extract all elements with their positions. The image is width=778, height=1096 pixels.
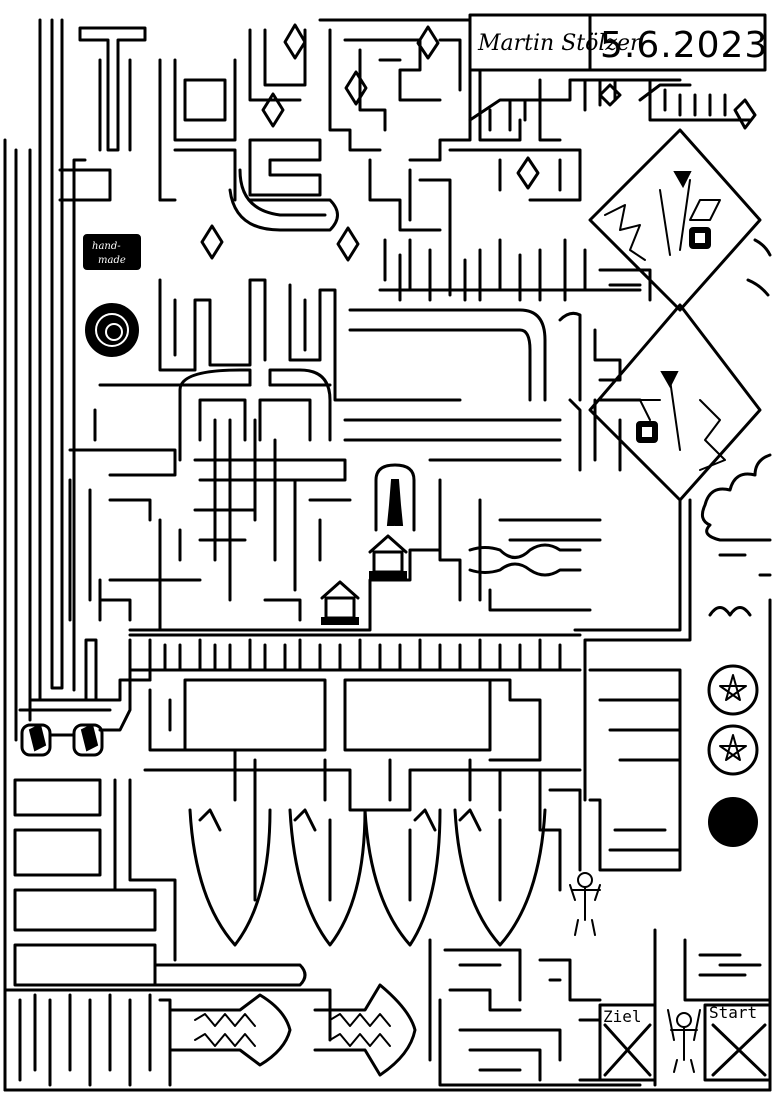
glasses-decoration: [20, 723, 104, 757]
castle-labyrinth: [68, 278, 562, 622]
stair-path: [98, 548, 442, 632]
start-label: Start: [709, 1003, 757, 1022]
right-middle-maze: [348, 238, 652, 612]
header-boxes: Martin Stölzer 5.6.2023: [468, 13, 768, 72]
lower-comb: [128, 633, 582, 682]
left-corridors: [3, 18, 152, 1092]
diamond-decorations: [200, 23, 540, 262]
houses: [320, 463, 416, 625]
frame-lines: [3, 598, 772, 1092]
star-badges: [707, 664, 759, 847]
badge-line2: made: [98, 255, 126, 266]
title-letters: [58, 26, 339, 232]
lower-left-blocks: [3, 778, 332, 1087]
goal-start-area: Ziel Start: [598, 928, 772, 1087]
fish-skeletons: [168, 983, 417, 1077]
top-labyrinth: [318, 18, 582, 252]
header-comb: [468, 78, 757, 132]
right-corridors: [573, 498, 692, 872]
hangar-blocks: [143, 678, 582, 892]
ship-hulls: [188, 808, 547, 947]
author-signature: Martin Stölzer: [477, 31, 642, 56]
goal-label: Ziel: [603, 1007, 642, 1026]
date-label: 5.6.2023: [600, 25, 768, 66]
scribble-ball: [85, 303, 139, 357]
handmade-badge: hand- made: [83, 234, 141, 270]
cloud-decorations: [700, 238, 772, 617]
shield-emblems: [588, 128, 762, 502]
badge-line1: hand-: [92, 241, 121, 252]
monkey-figures: [569, 872, 701, 1073]
